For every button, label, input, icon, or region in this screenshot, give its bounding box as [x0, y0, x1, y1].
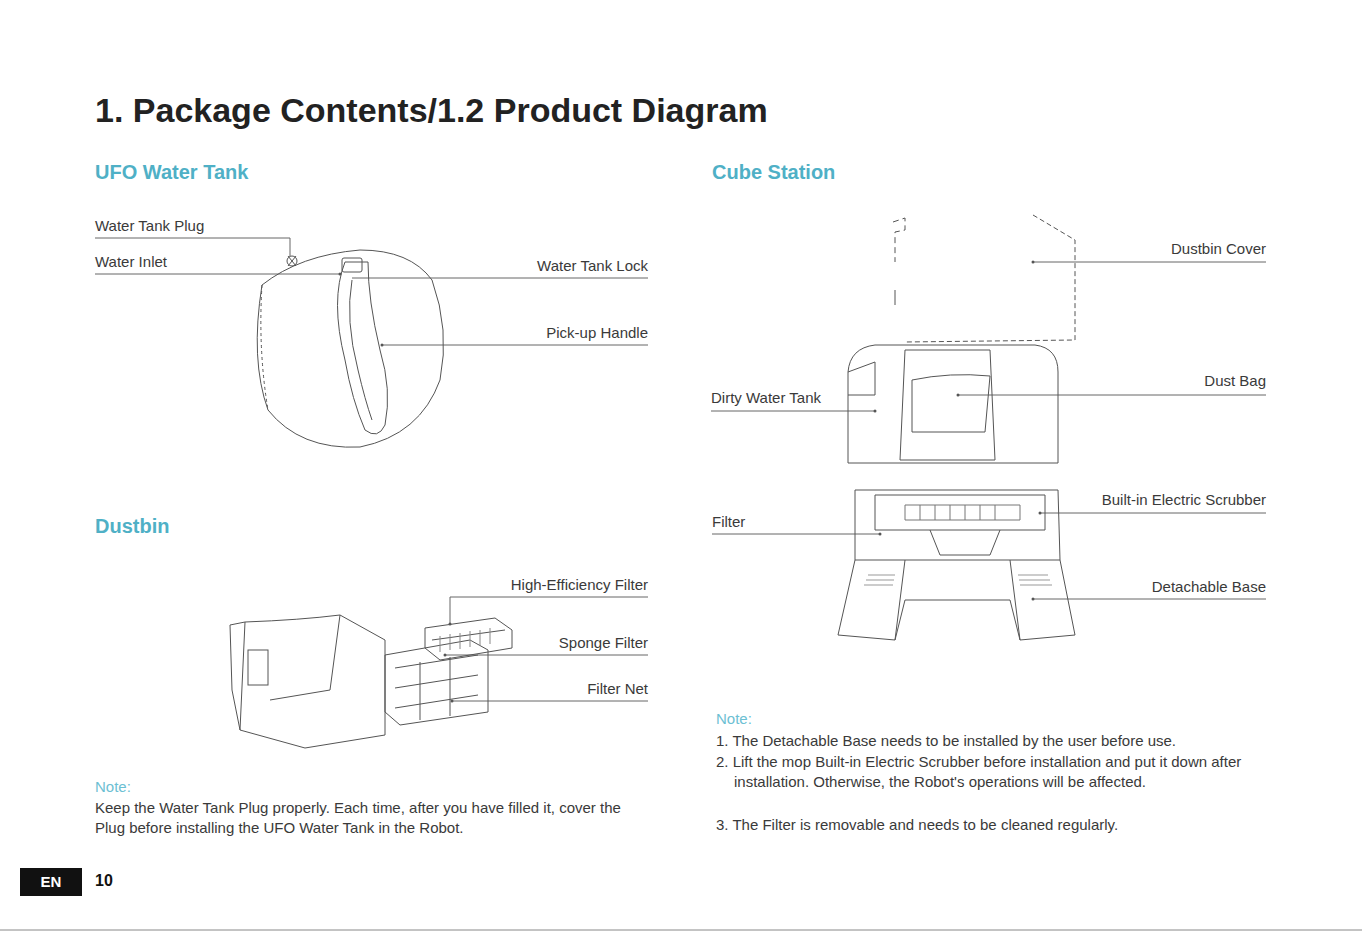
note-heading: Note:: [716, 709, 752, 729]
part-label: Filter: [712, 512, 745, 532]
part-label: Built-in Electric Scrubber: [1102, 490, 1266, 510]
note-text: 3. The Filter is removable and needs to …: [716, 815, 1264, 835]
part-label: Filter Net: [587, 679, 648, 699]
part-label: Detachable Base: [1152, 577, 1266, 597]
part-label: Water Tank Lock: [537, 256, 648, 276]
part-label: Sponge Filter: [559, 633, 648, 653]
note-text: Keep the Water Tank Plug properly. Each …: [95, 798, 635, 838]
part-label: Dustbin Cover: [1171, 239, 1266, 259]
page-title: 1. Package Contents/1.2 Product Diagram: [95, 90, 768, 130]
note-text: 1. The Detachable Base needs to be insta…: [716, 731, 1264, 751]
part-label: Dirty Water Tank: [711, 388, 821, 408]
page-number: 10: [95, 871, 113, 891]
part-label: Pick-up Handle: [546, 323, 648, 343]
section-heading: Dustbin: [95, 514, 169, 538]
language-badge: EN: [20, 868, 82, 896]
part-label: Water Tank Plug: [95, 216, 204, 236]
section-heading: Cube Station: [712, 160, 835, 184]
section-heading: UFO Water Tank: [95, 160, 248, 184]
part-label: Dust Bag: [1204, 371, 1266, 391]
part-label: High-Efficiency Filter: [511, 575, 648, 595]
note-heading: Note:: [95, 777, 131, 797]
note-text: 2. Lift the mop Built-in Electric Scrubb…: [716, 752, 1254, 792]
part-label: Water Inlet: [95, 252, 167, 272]
